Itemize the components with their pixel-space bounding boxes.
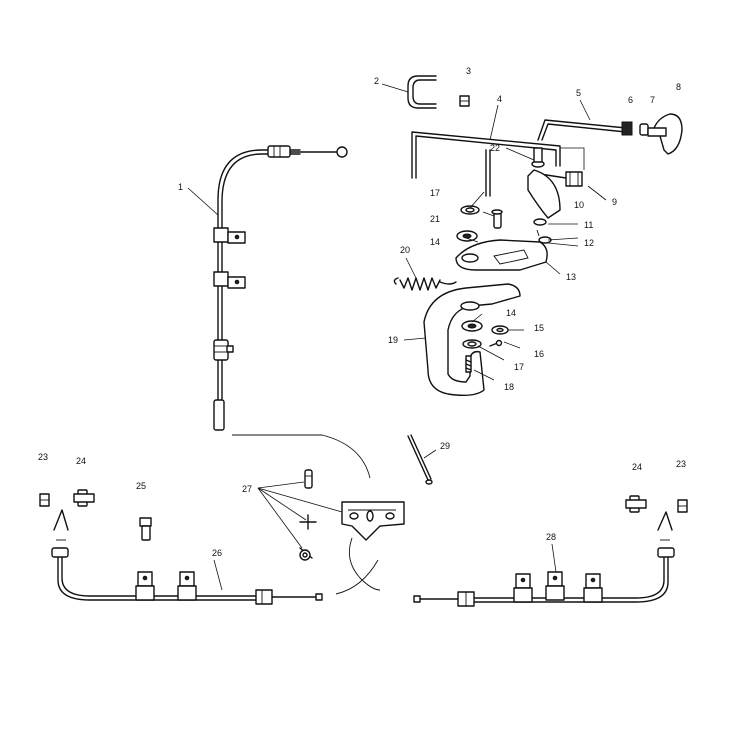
- callout-17: 17: [430, 188, 440, 198]
- u-bracket-2: [407, 75, 437, 109]
- callout-16: 16: [534, 349, 544, 359]
- bushing-7: [639, 123, 649, 136]
- callout-20: 20: [400, 245, 410, 255]
- lever-10: [527, 169, 561, 219]
- callout-6: 6: [628, 95, 633, 105]
- nut-23-left: [39, 493, 50, 507]
- washer-22: [531, 147, 545, 168]
- callout-18: 18: [504, 382, 514, 392]
- callout-27: 27: [242, 484, 252, 494]
- callout-8: 8: [676, 82, 681, 92]
- callout-7: 7: [650, 95, 655, 105]
- callout-28: 28: [546, 532, 556, 542]
- callout-13: 13: [566, 272, 576, 282]
- cable-routing-lines: [232, 434, 381, 595]
- washer-27: [299, 514, 317, 530]
- rod-bracket-4: [411, 131, 561, 197]
- callout-29: 29: [440, 441, 450, 451]
- cable-26: [51, 509, 323, 605]
- washers-11-12: [533, 218, 552, 244]
- washer-17-bottom: [462, 339, 482, 349]
- callout-25: 25: [136, 481, 146, 491]
- bolt-24-right: [625, 495, 647, 513]
- nut-23-right: [677, 499, 688, 513]
- callout-12: 12: [584, 238, 594, 248]
- pin-27: [299, 547, 313, 561]
- callout-10: 10: [574, 200, 584, 210]
- plate-13: [455, 239, 548, 271]
- callout-5: 5: [576, 88, 581, 98]
- spring-6: [621, 121, 633, 136]
- bushing-14-bottom: [461, 320, 483, 332]
- bolt-18: [465, 355, 472, 373]
- callout-1: 1: [178, 182, 183, 192]
- bolt-24-left: [73, 489, 95, 507]
- clamp-9: [539, 171, 583, 187]
- callout-11: 11: [584, 220, 593, 230]
- spring-20: [393, 277, 457, 291]
- callout-26: 26: [212, 548, 222, 558]
- callout-24: 24: [76, 456, 86, 466]
- callout-14: 14: [506, 308, 516, 318]
- handle-8: [647, 113, 683, 155]
- arm-19: [423, 283, 521, 397]
- callout-9: 9: [612, 197, 617, 207]
- callout-23: 23: [676, 459, 686, 469]
- callout-3: 3: [466, 66, 471, 76]
- rod-5: [537, 119, 627, 141]
- callout-labels: 1 2 3 4 5 6 7 8 9 10 11 12 13 14 14 15 1…: [38, 66, 686, 558]
- pin-21: [491, 209, 503, 229]
- callout-19: 19: [388, 335, 398, 345]
- bolt-25: [139, 517, 152, 541]
- bushing-14-top: [456, 230, 478, 242]
- callout-21: 21: [430, 214, 440, 224]
- callout-23: 23: [38, 452, 48, 462]
- callout-4: 4: [497, 94, 502, 104]
- callout-22: 22: [490, 143, 500, 153]
- pivot-bushing-17-top: [460, 205, 480, 215]
- callout-15: 15: [534, 323, 544, 333]
- callout-24: 24: [632, 462, 642, 472]
- callout-2: 2: [374, 76, 379, 86]
- callout-14: 14: [430, 237, 440, 247]
- nut-3: [459, 95, 470, 107]
- cable-assembly-1: [213, 145, 348, 431]
- callout-17: 17: [514, 362, 524, 372]
- washer-15: [491, 325, 509, 335]
- cotter-pin-16: [489, 339, 503, 347]
- cable-28: [413, 511, 675, 607]
- bracket-27: [341, 501, 405, 541]
- rod-29: [407, 434, 433, 485]
- bolt-27: [304, 469, 313, 489]
